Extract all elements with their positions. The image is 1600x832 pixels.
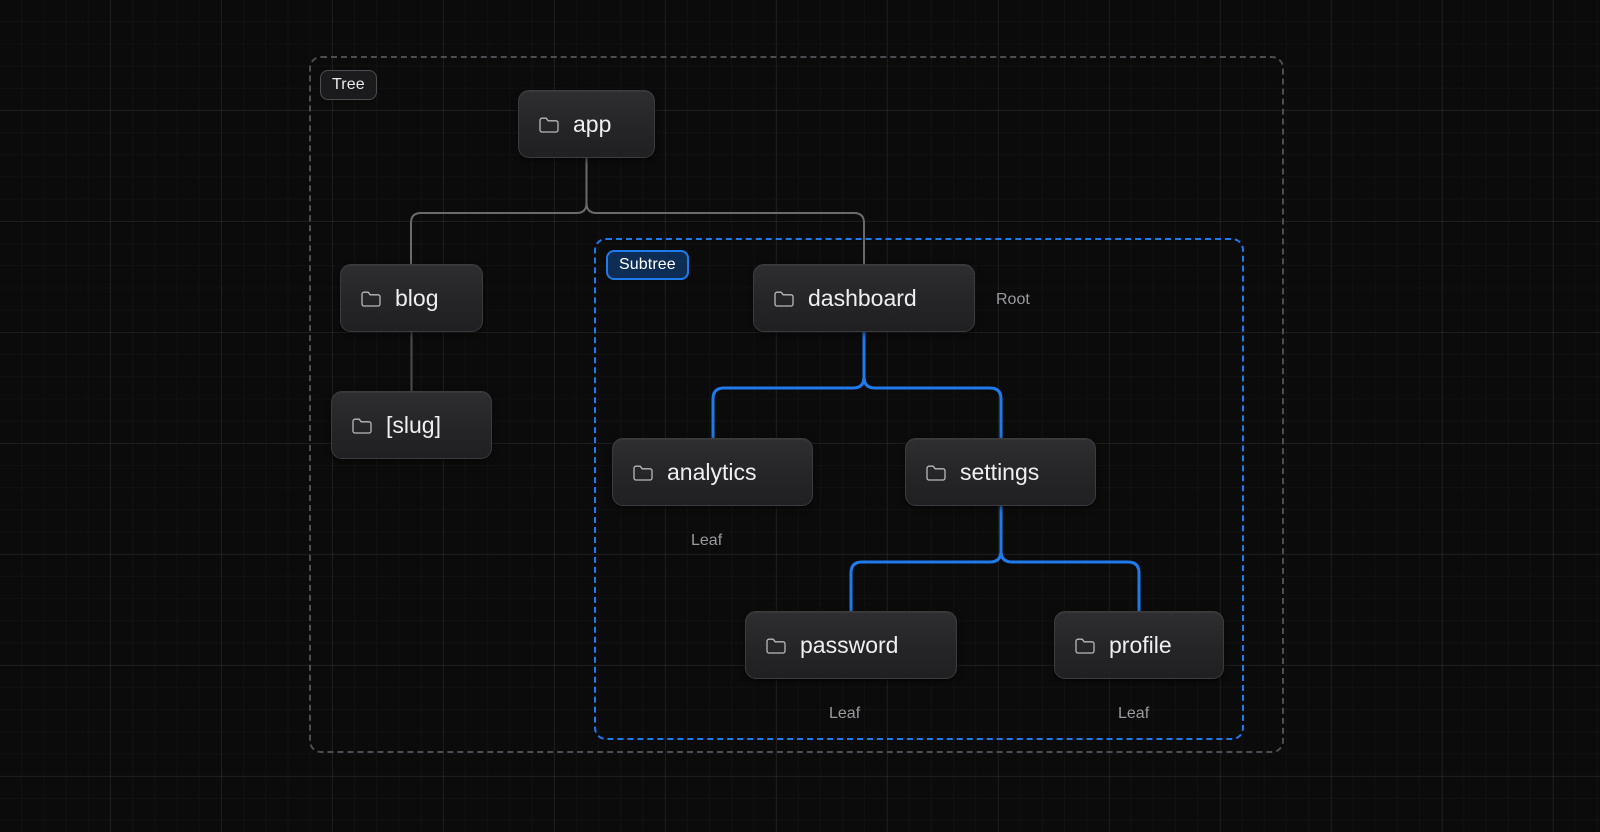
group-badge-subtree[interactable]: Subtree (606, 250, 689, 280)
folder-icon (633, 465, 653, 481)
node-app[interactable]: app (518, 90, 655, 158)
node-label: analytics (667, 458, 757, 485)
folder-icon (926, 465, 946, 481)
group-badge-tree[interactable]: Tree (320, 70, 377, 100)
folder-icon (1075, 638, 1095, 654)
node-label: settings (960, 458, 1040, 485)
node-label: [slug] (386, 411, 441, 438)
node-label: profile (1109, 631, 1172, 658)
annotation-leaf-analytics: Leaf (691, 532, 723, 549)
node-password[interactable]: password (745, 611, 957, 679)
node-profile[interactable]: profile (1054, 611, 1224, 679)
group-frame-tree[interactable] (309, 56, 1284, 753)
annotation-leaf-password: Leaf (829, 705, 861, 722)
node-label: dashboard (808, 284, 917, 311)
annotation-leaf-profile: Leaf (1118, 705, 1150, 722)
annotation-root: Root (996, 291, 1030, 308)
node-label: app (573, 110, 612, 137)
node-blog[interactable]: blog (340, 264, 483, 332)
folder-icon (352, 418, 372, 434)
node-label: blog (395, 284, 439, 311)
node-settings[interactable]: settings (905, 438, 1096, 506)
node-label: password (800, 631, 899, 658)
folder-icon (766, 638, 786, 654)
folder-icon (774, 291, 794, 307)
group-frame-subtree[interactable] (594, 238, 1244, 740)
folder-icon (361, 291, 381, 307)
node-dashboard[interactable]: dashboard (753, 264, 975, 332)
folder-icon (539, 117, 559, 133)
node-slug[interactable]: [slug] (331, 391, 492, 459)
node-analytics[interactable]: analytics (612, 438, 813, 506)
